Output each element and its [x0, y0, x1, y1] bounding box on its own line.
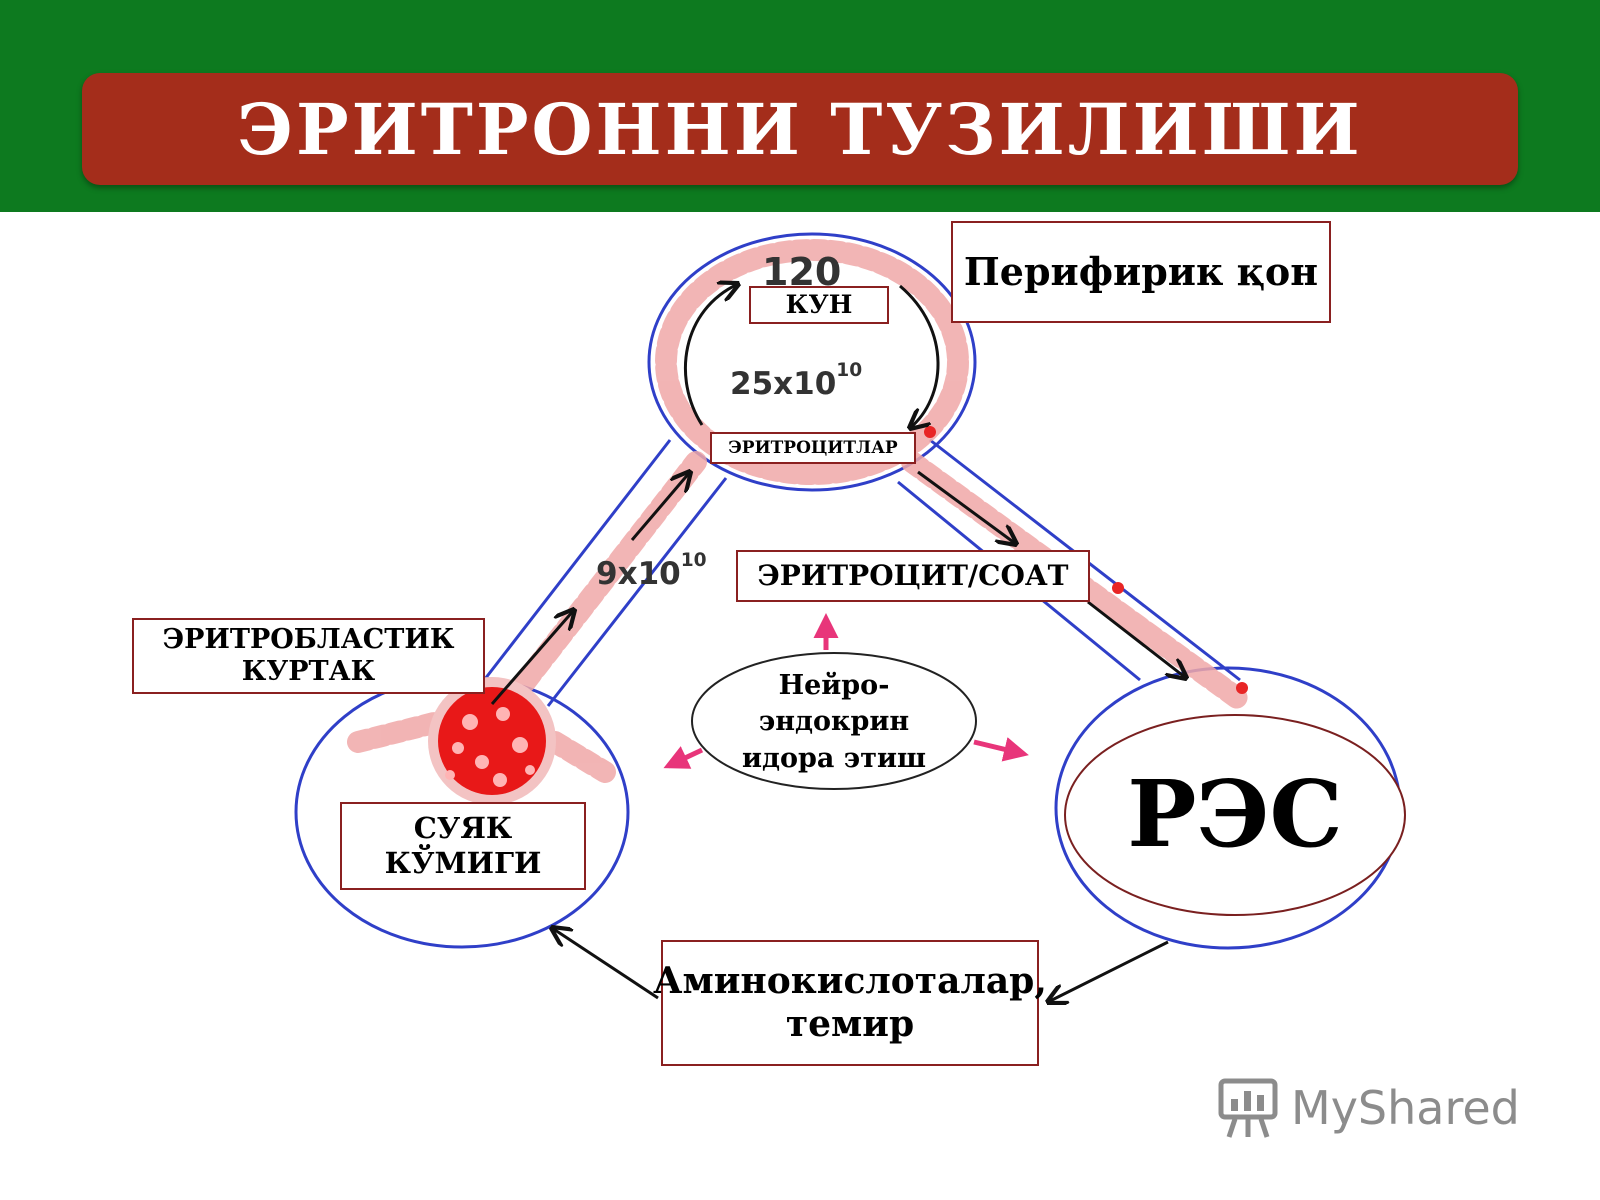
- watermark-text: MyShared: [1291, 1081, 1520, 1135]
- flow-arrows: [490, 284, 1186, 1002]
- marrow-cells-right: [544, 731, 616, 783]
- arrow-icon: [490, 610, 574, 705]
- left-vessel-outer: [476, 439, 672, 689]
- title-banner: ЭРИТРОННИ ТУЗИЛИШИ: [82, 73, 1518, 185]
- res-inner-ellipse: [1064, 714, 1406, 916]
- neuroendocrine-line3: идора этиш: [741, 742, 927, 774]
- arrow-icon: [552, 928, 659, 1000]
- arrow-icon: [973, 737, 1029, 762]
- slide-title: ЭРИТРОННИ ТУЗИЛИШИ: [237, 87, 1363, 171]
- marrow-cells-left: [347, 711, 449, 753]
- amino-acids-line2: темир: [785, 1003, 915, 1045]
- erythrocyte-per-hour-label: ЭРИТРОЦИТ/СОАТ: [736, 550, 1090, 602]
- neuroendocrine-ellipse: [691, 652, 977, 790]
- erythroblastic-sprout-label: ЭРИТРОБЛАСТИК КУРТАК: [132, 618, 485, 694]
- arrow-icon: [1048, 940, 1169, 1002]
- regulation-arrows: [663, 613, 1029, 769]
- erythroblast-cell-spots: [445, 707, 535, 787]
- production-exponent: 10: [680, 550, 707, 571]
- amino-acids-iron-label: Аминокислоталар, темир: [653, 940, 1047, 1066]
- bone-marrow-line1: СУЯК: [413, 811, 513, 846]
- arrow-icon: [899, 284, 940, 428]
- bone-marrow-line2: КЎМИГИ: [384, 846, 542, 880]
- erythrocytes-label: ЭРИТРОЦИТЛАР: [710, 432, 916, 464]
- erythroblastic-sprout-line2: КУРТАК: [241, 656, 376, 687]
- peripheral-blood-circle: [647, 232, 977, 492]
- day-label: КУН: [749, 286, 889, 324]
- erythroblastic-sprout-line1: ЭРИТРОБЛАСТИК: [162, 623, 455, 655]
- arrow-icon: [663, 746, 704, 769]
- circulating-count: 25x1010: [730, 360, 862, 402]
- presentation-logo-icon: [1218, 1078, 1278, 1138]
- production-base: 9x10: [596, 556, 681, 592]
- arrow-icon: [917, 470, 1016, 544]
- circulating-exponent: 10: [836, 360, 863, 381]
- watermark: MyShared: [1215, 1075, 1520, 1141]
- res-label: РЭС: [1127, 760, 1343, 868]
- production-count: 9x1010: [596, 550, 707, 592]
- neuroendocrine-line1: Нейро-: [778, 670, 890, 701]
- arrow-icon: [630, 472, 690, 541]
- neuroendocrine-text: Нейро- эндокрин идора этиш: [740, 668, 928, 777]
- neuroendocrine-line2: эндокрин: [758, 706, 910, 738]
- left-vessel-inner: [546, 477, 728, 707]
- peripheral-blood-label: Перифирик қон: [951, 221, 1331, 323]
- amino-acids-line1: Аминокислоталар,: [653, 959, 1047, 1002]
- peripheral-cells-ring: [655, 239, 969, 485]
- arrow-icon: [683, 284, 738, 426]
- arrow-icon: [1087, 600, 1186, 678]
- circulating-base: 25x10: [730, 366, 837, 402]
- bone-marrow-label: СУЯК КЎМИГИ: [340, 802, 586, 890]
- erythroblast-cluster: [438, 687, 546, 795]
